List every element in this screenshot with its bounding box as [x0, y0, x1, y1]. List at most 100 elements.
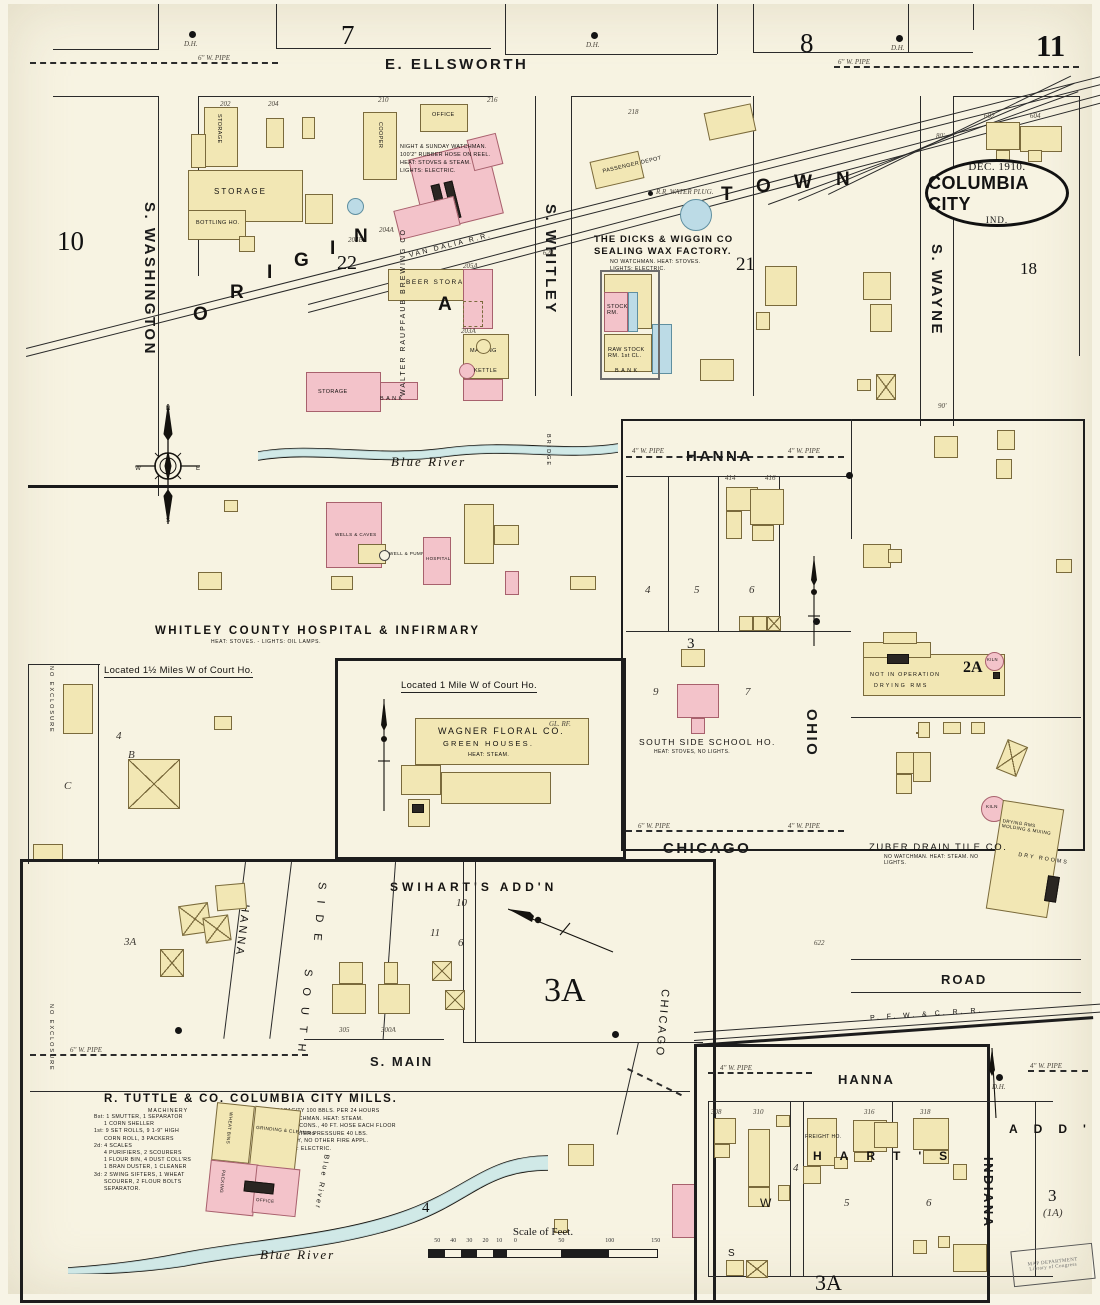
- rr-water-plug-label: R.R. WATER PLUG.: [656, 188, 714, 196]
- water-pipe-label: 4" W. PIPE: [720, 1064, 753, 1072]
- water-pipe: [626, 830, 844, 832]
- hospital-located: Located 1½ Miles W of Court Ho.: [104, 665, 254, 678]
- cartouche-state: IND.: [985, 215, 1009, 225]
- map-paper: D.H. D.H. D.H. 7 8 11 6" W. PIPE 6" W. P…: [8, 4, 1100, 1303]
- addition-original-town: N: [354, 226, 371, 247]
- floral-north-arrow: [378, 699, 390, 811]
- building-small: [568, 1144, 594, 1166]
- addition-no-enclosure: NO EXCLOSURE: [48, 1004, 54, 1072]
- building-school-entry: [691, 718, 705, 734]
- machinery-item: 2d: 4 SCALES: [94, 1142, 133, 1149]
- sealing-wax-notes: NO WATCHMAN. HEAT: STOVES. LIGHTS: ELECT…: [610, 259, 701, 272]
- building-small: [888, 549, 902, 563]
- building-small: [224, 500, 238, 512]
- water-pipe: [708, 1072, 812, 1074]
- building-dwelling: [214, 882, 248, 912]
- building-shed-x: [876, 374, 896, 400]
- kiln-circle: [985, 652, 1004, 671]
- building-small: [1056, 559, 1072, 573]
- mills-note: GRAVITY, NO OTHER FIRE APPL.: [276, 1138, 369, 1145]
- tile-notes: NO WATCHMAN. HEAT: STEAM. NO LIGHTS.: [884, 854, 979, 866]
- house-number: 204A: [379, 226, 394, 234]
- floral-name: WAGNER FLORAL CO.: [438, 726, 565, 736]
- lot-number: B: [128, 749, 135, 761]
- sheet-number: 11: [1036, 28, 1066, 63]
- building-church-wing: [803, 1166, 821, 1184]
- addition-original-town: A: [438, 294, 455, 315]
- hanna-block-frame: [621, 419, 1085, 851]
- lot-number: 4: [645, 584, 651, 596]
- river-label: Blue River: [391, 454, 467, 469]
- street-s-whitley: S. WHITLEY: [542, 204, 559, 315]
- mills-note: NO WATCHMAN. HEAT: STEAM.: [276, 1115, 364, 1122]
- building-label-kettle: KETTLE: [474, 368, 498, 374]
- street-road: ROAD: [941, 972, 988, 987]
- block-number-12: 3A: [544, 972, 586, 1009]
- bridge-label: BRIDGE: [545, 434, 551, 468]
- building-small: [570, 576, 596, 590]
- building-small: [953, 1164, 967, 1180]
- building-dwelling: [896, 774, 912, 794]
- hydrant-dot: [813, 618, 820, 625]
- building-shed-x: [767, 616, 781, 631]
- hospital-name: WHITLEY COUNTY HOSPITAL & INFIRMARY: [155, 625, 481, 637]
- addition-original-town: R: [230, 282, 247, 303]
- building-small: [863, 544, 891, 568]
- lot-number: 11: [430, 927, 441, 939]
- mills-note: CITY WATER PRESSURE 40 LBS.: [276, 1130, 368, 1137]
- building-small: [331, 576, 353, 590]
- building-label-storage: STORAGE: [216, 114, 222, 144]
- building-small: [554, 1219, 568, 1233]
- scale-tick: 10: [496, 1238, 503, 1244]
- building-small: [726, 1260, 744, 1276]
- floral-located: Located 1 Mile W of Court Ho.: [401, 680, 537, 693]
- water-pipe-label: 6" W. PIPE: [198, 54, 231, 62]
- block-number-5a: 4: [422, 1200, 430, 1216]
- building-dwelling: [748, 1129, 770, 1187]
- building-barn: [953, 1244, 987, 1272]
- building-wax-wing: [628, 292, 638, 332]
- lot-number: 4: [116, 730, 122, 742]
- street-chicago: CHICAGO: [663, 840, 752, 857]
- block-number-7: 7: [341, 20, 355, 50]
- building-brewery-core: [363, 112, 397, 180]
- building-small: [938, 1236, 950, 1248]
- building-small: [971, 722, 985, 734]
- addition-original-town: I: [267, 262, 275, 283]
- street-s-washington: S. WASHINGTON: [141, 202, 158, 356]
- mills-note: CAPACITY 100 BBLS. PER 24 HOURS: [276, 1108, 380, 1114]
- machinery-item: 3d: 2 SWING SIFTERS, 1 WHEAT: [94, 1171, 185, 1178]
- building-dwelling: [913, 1118, 949, 1150]
- building-small: [934, 436, 958, 458]
- house-number: 202: [220, 100, 231, 108]
- water-pipe-label: 6" W. PIPE: [70, 1046, 103, 1054]
- river-label: Blue River: [260, 1247, 336, 1262]
- sealing-wax-name: THE DICKS & WIGGIN CO SEALING WAX FACTOR…: [594, 234, 734, 257]
- scale-tick: 0: [513, 1238, 517, 1244]
- block-number-1a: (1A): [1043, 1207, 1063, 1219]
- building-small: [870, 304, 892, 332]
- house-number: 416: [765, 474, 776, 482]
- svg-text:E: E: [196, 466, 200, 472]
- hydrant-dot: [896, 35, 903, 42]
- building-hospital-c: [464, 504, 494, 564]
- swiharts-addition-frame: [20, 859, 716, 1303]
- lot-number: 6: [458, 937, 464, 949]
- kiln-label: KILN: [987, 657, 998, 662]
- floral-notes: HEAT: STEAM.: [468, 752, 510, 758]
- mills-note: 2 HOSE CONS., 40 FT. HOSE EACH FLOOR: [276, 1123, 396, 1130]
- house-number: 318: [920, 1108, 931, 1116]
- building-greenhouse-wing: [401, 765, 441, 795]
- water-pipe-label: 4" W. PIPE: [788, 447, 821, 455]
- floral-subtitle: GREEN HOUSES.: [443, 739, 535, 748]
- dim-label: 90': [938, 402, 947, 410]
- hydrant-label: D.H.: [586, 41, 600, 49]
- building-small: [996, 459, 1012, 479]
- building-dwelling: [339, 962, 363, 984]
- north-arrow-hanna: [808, 556, 820, 646]
- water-pipe: [834, 66, 1079, 68]
- building-small: [776, 1115, 790, 1127]
- lot-number: 4: [793, 1162, 799, 1174]
- building-small: [214, 716, 232, 730]
